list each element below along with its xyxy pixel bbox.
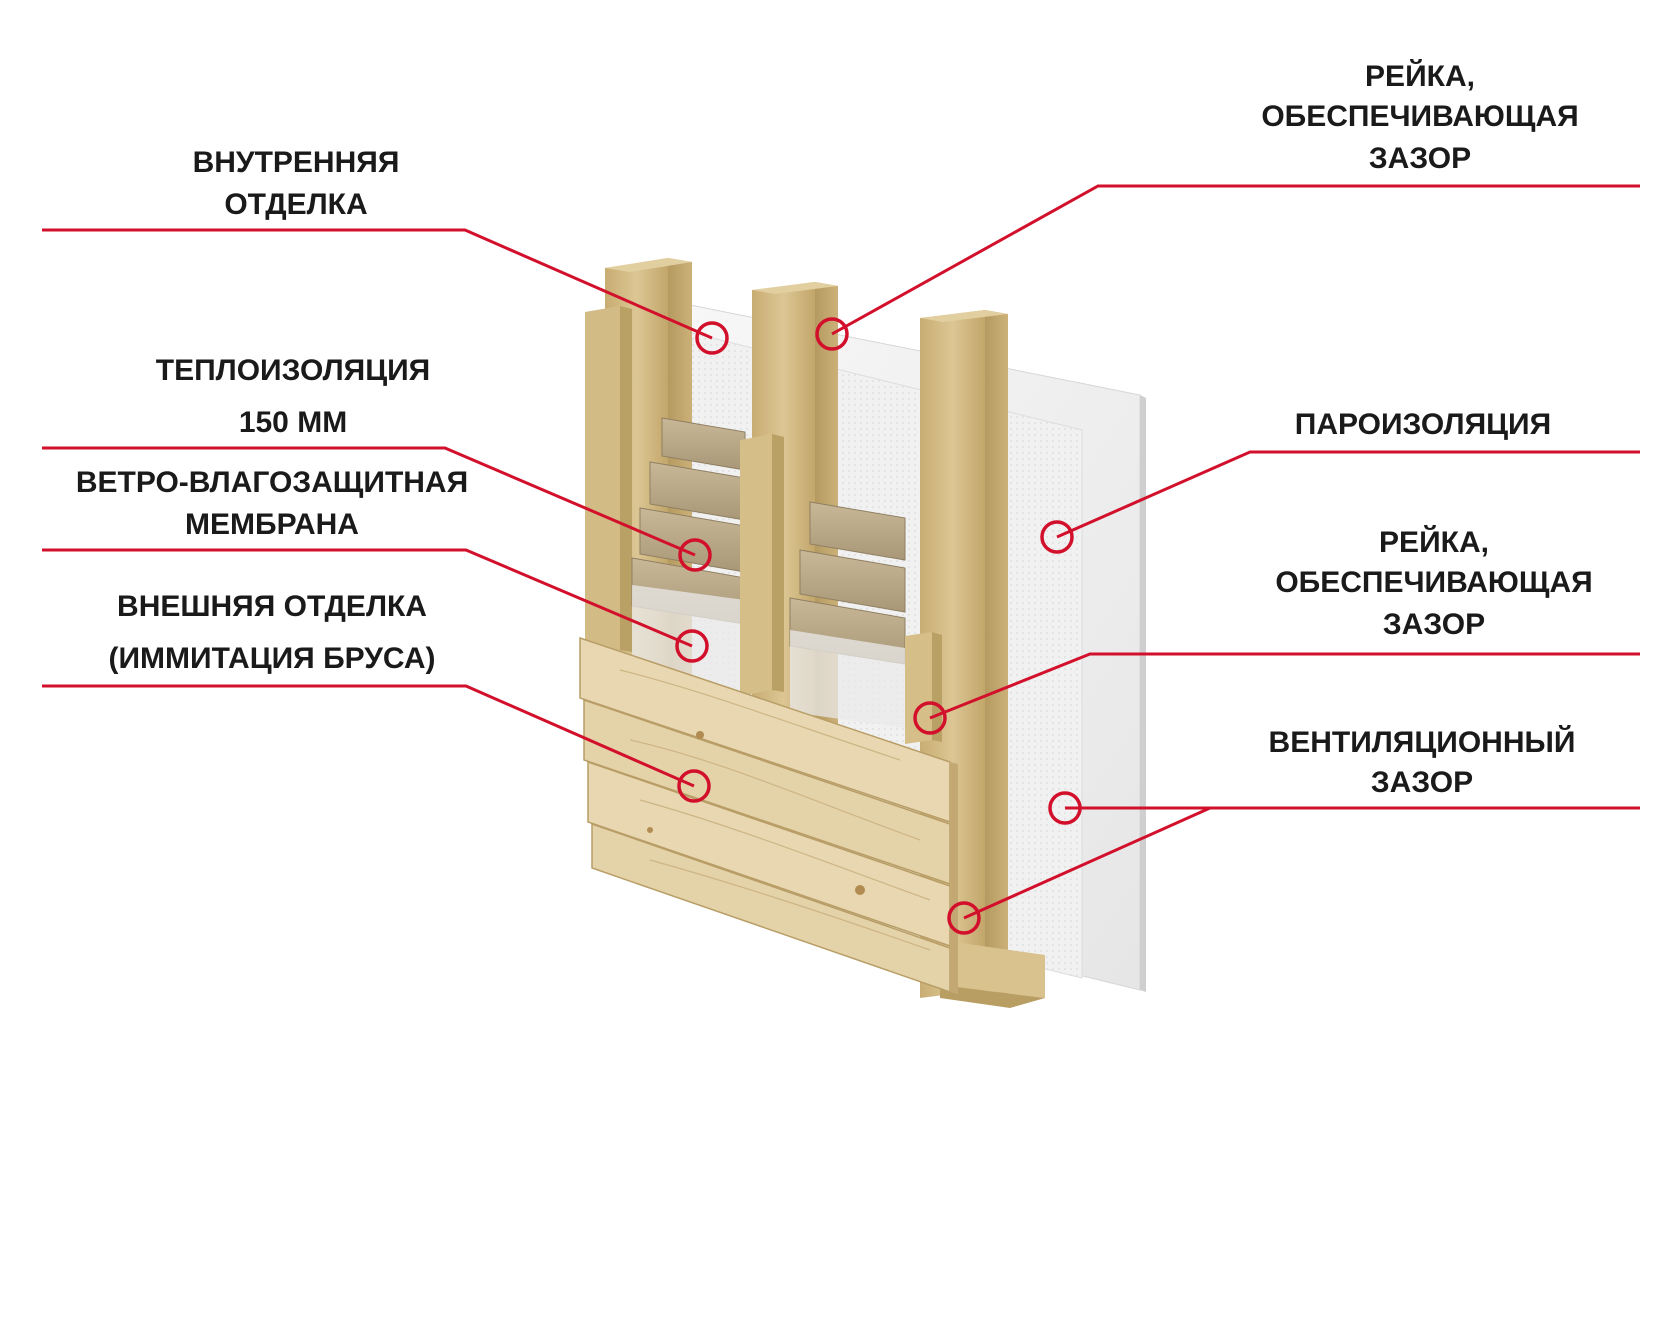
vapor-barrier-edge bbox=[1140, 395, 1146, 992]
vapor-barrier-label-line-1: ПАРОИЗОЛЯЦИЯ bbox=[1295, 408, 1551, 441]
batten-mid-label-line-3: ЗАЗОР bbox=[1383, 608, 1485, 641]
batten-top-label-line-2: ОБЕСПЕЧИВАЮЩАЯ bbox=[1261, 100, 1578, 133]
vent-gap-marker bbox=[1048, 791, 1082, 825]
vent-gap-marker-2 bbox=[947, 901, 981, 935]
insulation-leader bbox=[42, 446, 696, 557]
callout-labels: ВНУТРЕННЯЯ ОТДЕЛКА ТЕПЛОИЗОЛЯЦИЯ 150 ММ ВЕТР… bbox=[76, 59, 1593, 799]
batten-top-leader bbox=[831, 184, 1640, 336]
wind-membrane-leader bbox=[42, 548, 693, 648]
outer-finish-leader bbox=[42, 684, 695, 788]
outer-finish-label-line-1: ВНЕШНЯЯ ОТДЕЛКА bbox=[117, 590, 427, 623]
wind-membrane-middle bbox=[790, 630, 905, 728]
batten-top-label-line-1: РЕЙКА, bbox=[1365, 59, 1475, 93]
inner-finish-label-line-2: ОТДЕЛКА bbox=[224, 188, 367, 221]
vapor-barrier-marker bbox=[1040, 520, 1074, 554]
batten-mid-marker bbox=[913, 701, 947, 735]
bottom-plate bbox=[940, 940, 1045, 1008]
insulation-marker bbox=[678, 538, 712, 572]
batten-left bbox=[585, 306, 632, 656]
wind-membrane-label-line-1: ВЕТРО-ВЛАГОЗАЩИТНАЯ bbox=[76, 466, 468, 499]
vapor-barrier-leader bbox=[1056, 450, 1640, 539]
external-cladding bbox=[579, 636, 958, 994]
batten-right bbox=[905, 632, 942, 744]
wind-membrane-left bbox=[632, 585, 745, 690]
inner-finish-leader bbox=[42, 228, 713, 340]
leader-lines bbox=[42, 184, 1640, 935]
outer-finish-marker bbox=[677, 769, 711, 803]
wall-illustration bbox=[579, 258, 1146, 1008]
vent-gap-label-line-2: ЗАЗОР bbox=[1371, 766, 1473, 799]
insulation-label-line-2: 150 ММ bbox=[239, 406, 347, 439]
inner-finish-marker bbox=[695, 321, 729, 355]
batten-mid-label-line-1: РЕЙКА, bbox=[1379, 525, 1489, 559]
wind-membrane-label-line-2: МЕМБРАНА bbox=[185, 508, 359, 541]
vent-gap-leader-2 bbox=[963, 806, 1640, 920]
batten-top-label-line-3: ЗАЗОР bbox=[1369, 142, 1471, 175]
batten-top-marker bbox=[815, 317, 849, 351]
wind-membrane-marker bbox=[675, 629, 709, 663]
inner-finish-label-line-1: ВНУТРЕННЯЯ bbox=[193, 146, 400, 179]
batten-mid-label-line-2: ОБЕСПЕЧИВАЮЩАЯ bbox=[1275, 566, 1592, 599]
outer-finish-label-line-2: (ИММИТАЦИЯ БРУСА) bbox=[109, 642, 436, 675]
vent-gap-label-line-1: ВЕНТИЛЯЦИОННЫЙ bbox=[1269, 725, 1576, 759]
batten-mid-leader bbox=[929, 652, 1640, 720]
batten-middle bbox=[740, 434, 784, 696]
insulation-label-line-1: ТЕПЛОИЗОЛЯЦИЯ bbox=[156, 354, 430, 387]
